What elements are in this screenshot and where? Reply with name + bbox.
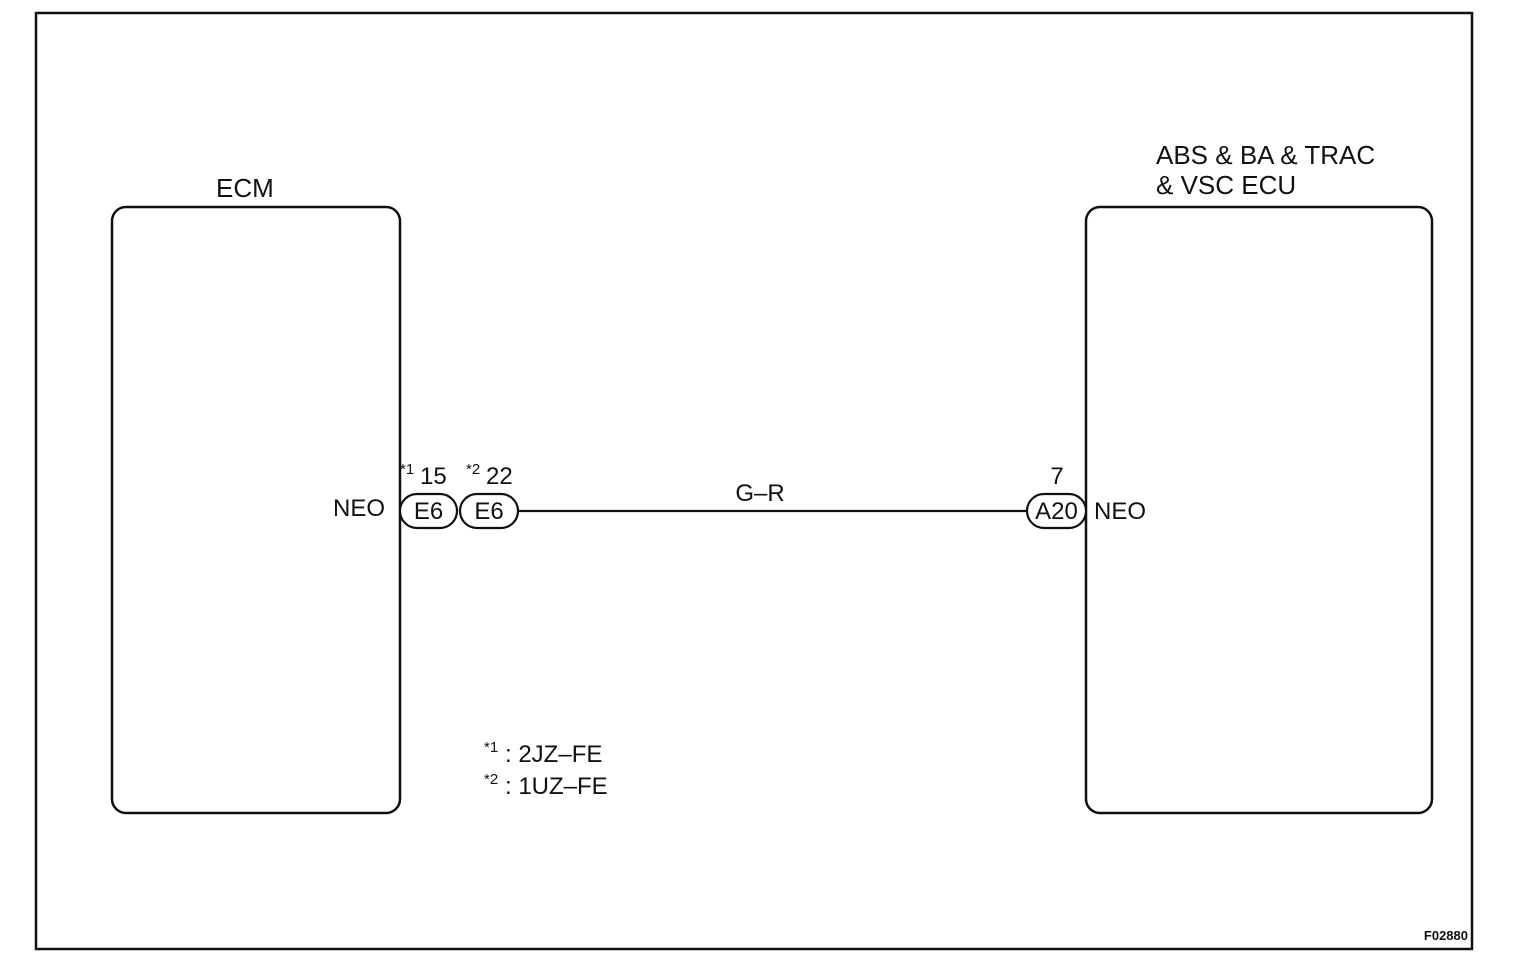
connector-e6-a-note-ref: *1: [400, 461, 414, 478]
connector-e6-b-note-ref: *2: [466, 461, 480, 478]
note-1-ref: *1: [484, 739, 498, 756]
ecm-pin-label: NEO: [333, 495, 385, 522]
connector-e6-b-label: E6: [474, 498, 503, 525]
wire-color-label: G–R: [735, 480, 784, 507]
abs-ecu-title-line2: & VSC ECU: [1156, 170, 1296, 200]
connector-e6-a: [398, 492, 459, 530]
connector-a20: [1025, 492, 1088, 530]
note-2-text: : 1UZ–FE: [505, 773, 608, 800]
connector-a20-label: A20: [1035, 498, 1078, 525]
connector-e6-a-label: E6: [414, 498, 443, 525]
outer-frame: [34, 11, 1474, 951]
abs-ecu-pin-label: NEO: [1094, 498, 1146, 525]
connector-a20-pin-number: 7: [1050, 463, 1063, 490]
figure-code: F02880: [1424, 928, 1468, 943]
ecm-title: ECM: [216, 173, 274, 203]
note-1-text: : 2JZ–FE: [505, 741, 602, 768]
connector-e6-a-pin-number: 15: [420, 463, 447, 490]
connector-e6-b-pin-number: 22: [486, 463, 513, 490]
note-2-ref: *2: [484, 771, 498, 788]
abs-ecu-title-line1: ABS & BA & TRAC: [1156, 140, 1375, 170]
